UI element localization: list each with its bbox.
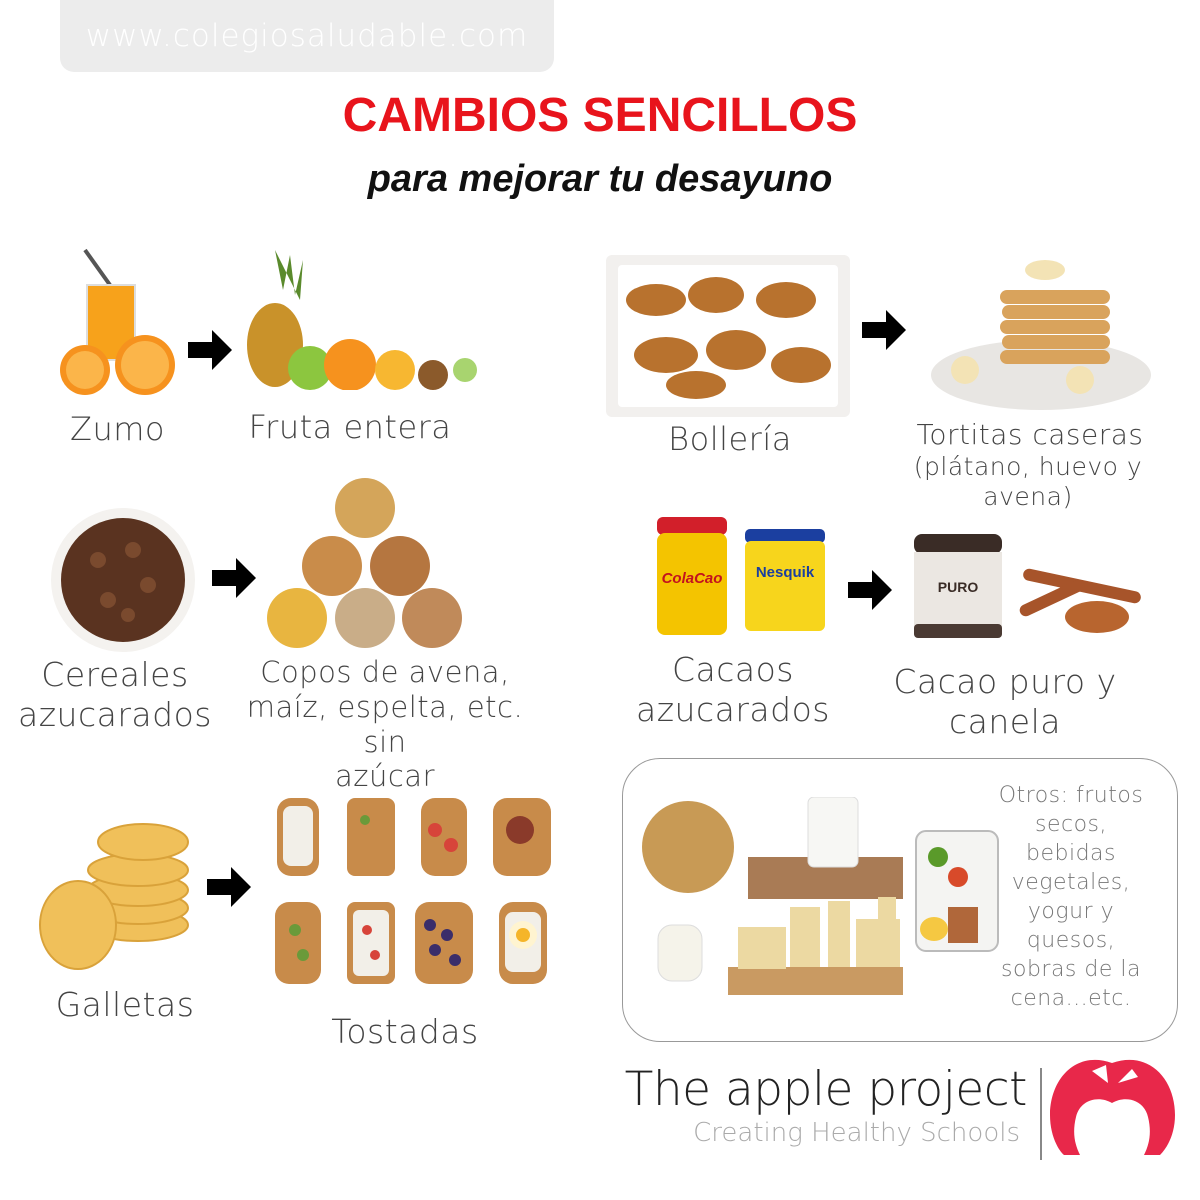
label-cacao-puro-line2: canela <box>949 701 1061 741</box>
others-text: Otros: frutos secos, bebidas vegetales, … <box>995 781 1147 1013</box>
brand-name: The apple project <box>624 1062 1028 1117</box>
cookies-image <box>38 820 193 975</box>
label-copos: Copos de avena, maíz, espelta, etc. sin … <box>230 655 540 794</box>
label-fruta-entera: Fruta entera <box>248 408 452 446</box>
label-cacao-puro-line1: Cacao puro y <box>893 662 1117 701</box>
others-line: bebidas <box>1026 841 1116 866</box>
whole-grain-flakes-image <box>262 478 467 650</box>
others-line: sobras de la <box>1001 957 1141 982</box>
label-cereales-line1: Cereales <box>41 655 189 694</box>
label-tortitas: Tortitas caseras <box>916 418 1144 451</box>
label-copos-line1: Copos de avena, <box>260 655 510 689</box>
others-line: secos, <box>1034 812 1107 837</box>
arrow-right-icon <box>848 570 892 610</box>
label-zumo: Zumo <box>70 410 165 448</box>
arrow-right-icon <box>862 310 906 350</box>
label-copos-line2: maíz, espelta, etc. sin <box>246 689 524 759</box>
label-cacaos-line1: Cacaos <box>671 650 794 689</box>
svg-text:PURO: PURO <box>938 579 979 595</box>
label-galletas: Galletas <box>55 985 195 1024</box>
apple-logo-icon <box>1050 1055 1175 1155</box>
juice-image <box>55 245 185 400</box>
pastries-image <box>606 255 850 417</box>
others-line: vegetales, <box>1011 870 1131 895</box>
label-cereales-line2: azucarados <box>18 694 212 734</box>
page-title: CAMBIOS SENCILLOS <box>342 89 858 142</box>
label-cacaos-line2: azucarados <box>636 689 830 729</box>
sugary-cocoa-image: ColaCao Nesquik <box>655 515 830 640</box>
others-line: cena...etc. <box>1010 986 1132 1011</box>
toasts-image <box>265 790 560 995</box>
pure-cocoa-cinnamon-image: PURO <box>912 532 1157 642</box>
label-cacao-puro: Cacao puro y canela <box>880 662 1130 741</box>
label-cacaos: Cacaos azucarados <box>628 650 838 729</box>
label-copos-line3: azúcar <box>334 759 435 794</box>
label-cereales: Cereales azucarados <box>10 655 220 734</box>
svg-text:Nesquik: Nesquik <box>756 564 815 581</box>
others-line: yogur y <box>1027 899 1115 924</box>
others-line: quesos, <box>1026 928 1116 953</box>
label-tostadas: Tostadas <box>331 1012 479 1051</box>
arrow-right-icon <box>207 867 251 907</box>
page-subtitle: para mejorar tu desayuno <box>367 158 833 200</box>
brand-divider <box>1040 1068 1042 1160</box>
others-food-images <box>638 796 1003 1007</box>
label-bolleria: Bollería <box>668 420 792 458</box>
arrow-right-icon <box>212 558 256 598</box>
brand-tagline: Creating Healthy Schools <box>693 1118 1020 1148</box>
sugary-cereal-image <box>48 505 198 655</box>
svg-text:ColaCao: ColaCao <box>662 570 723 587</box>
pancakes-image <box>930 245 1152 410</box>
arrow-right-icon <box>188 330 232 370</box>
whole-fruit-image <box>245 250 485 391</box>
website-watermark: www.colegiosaludable.com <box>60 0 554 72</box>
others-box: Otros: frutos secos, bebidas vegetales, … <box>622 758 1178 1042</box>
label-tortitas-note: (plátano, huevo y avena) <box>913 452 1143 511</box>
others-line: Otros: frutos <box>998 783 1144 808</box>
